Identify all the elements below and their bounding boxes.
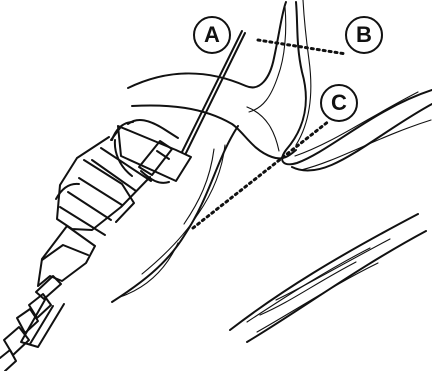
tissue-outlines [112,0,432,342]
label-a-text: A [204,22,220,47]
label-b-text: B [356,22,372,47]
label-a: A [194,17,230,53]
label-b: B [346,17,382,53]
label-c: C [321,85,357,121]
insertion-device [0,31,245,371]
dotted-guides [193,40,346,228]
dotted-line-b [258,40,346,54]
label-c-text: C [331,90,347,115]
